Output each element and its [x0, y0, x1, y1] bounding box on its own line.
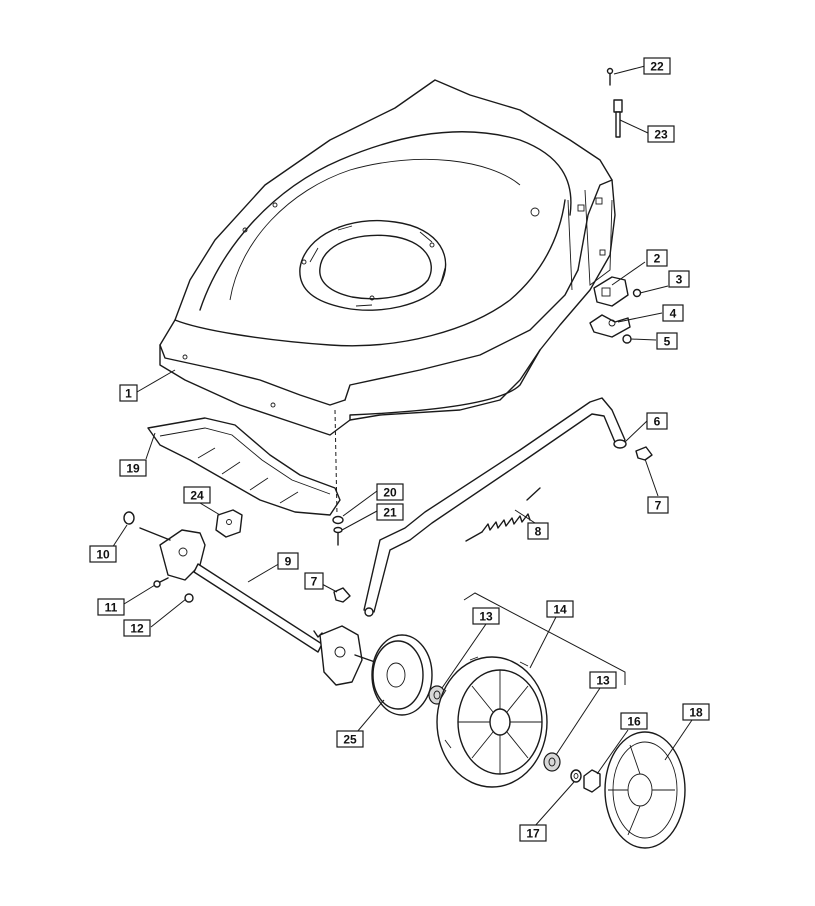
- callout-label: 8: [535, 525, 542, 539]
- bearing-13-rear: [543, 752, 561, 772]
- callout-label: 18: [689, 706, 703, 720]
- callout-label: 7: [655, 499, 662, 513]
- callout-20: 20: [376, 483, 404, 501]
- callout-5: 5: [656, 332, 678, 350]
- screw-3: [632, 288, 642, 298]
- screw-21: [333, 526, 343, 546]
- callout-25: 25: [336, 730, 364, 748]
- handle-6: [363, 397, 627, 617]
- callout-22: 22: [643, 57, 671, 75]
- callout-label: 3: [676, 273, 683, 287]
- wheel-14: [436, 656, 548, 788]
- callout-label: 13: [596, 674, 610, 688]
- callout-2: 2: [646, 249, 668, 267]
- callout-label: 21: [383, 506, 397, 520]
- callout-label: 25: [343, 733, 357, 747]
- callout-label: 19: [126, 462, 140, 476]
- cap-7-lower: [333, 587, 351, 603]
- axle-assembly: [139, 527, 376, 686]
- nut-16: [583, 769, 601, 793]
- hubcap-18: [604, 731, 686, 849]
- bolt-5: [622, 334, 632, 344]
- callout-label: 11: [105, 601, 118, 615]
- bolt-11: [153, 577, 169, 588]
- callout-label: 2: [654, 252, 661, 266]
- callout-4: 4: [662, 304, 684, 322]
- callout-13-rear: 13: [589, 671, 617, 689]
- clip-4: [589, 314, 631, 338]
- washer-20: [332, 515, 344, 525]
- callout-label: 24: [190, 489, 204, 503]
- front-guard: [147, 417, 341, 516]
- callout-18: 18: [682, 703, 710, 721]
- callout-16: 16: [620, 712, 648, 730]
- callout-label: 17: [526, 827, 540, 841]
- nut-12: [184, 593, 194, 603]
- callout-12: 12: [123, 619, 151, 637]
- callout-label: 12: [130, 622, 144, 636]
- callout-19: 19: [119, 459, 147, 477]
- callout-9: 9: [277, 552, 299, 570]
- callout-24: 24: [183, 486, 211, 504]
- callout-label: 4: [670, 307, 677, 321]
- nut-10: [123, 511, 135, 525]
- callout-label: 5: [664, 335, 671, 349]
- callout-8: 8: [527, 522, 549, 540]
- cap-7-upper: [635, 446, 653, 461]
- callout-3: 3: [668, 270, 690, 288]
- callout-label: 7: [311, 575, 318, 589]
- callout-label: 23: [654, 128, 668, 142]
- wheel-hub-25: [371, 634, 433, 716]
- callout-13-front: 13: [472, 607, 500, 625]
- bracket-24: [215, 509, 243, 538]
- callout-label: 6: [654, 415, 661, 429]
- callout-17: 17: [519, 824, 547, 842]
- pin-22: [606, 67, 614, 86]
- callout-label: 10: [96, 548, 110, 562]
- callout-6: 6: [646, 412, 668, 430]
- mower-deck: [159, 79, 616, 436]
- callout-23: 23: [647, 125, 675, 143]
- callout-7-upper: 7: [647, 496, 669, 514]
- height-rod-23: [613, 99, 623, 138]
- callout-label: 14: [553, 603, 567, 617]
- callout-label: 16: [627, 715, 641, 729]
- callout-label: 20: [383, 486, 397, 500]
- callout-1: 1: [119, 384, 138, 402]
- washer-17: [570, 769, 582, 783]
- callout-label: 1: [125, 387, 132, 401]
- callout-label: 13: [479, 610, 493, 624]
- callout-10: 10: [89, 545, 117, 563]
- callout-14: 14: [546, 600, 574, 618]
- callout-label: 9: [285, 555, 292, 569]
- spring-8: [465, 487, 541, 542]
- height-bracket: [593, 276, 629, 307]
- callout-21: 21: [376, 503, 404, 521]
- wheel-group-bracket: [463, 592, 626, 685]
- callout-label: 22: [650, 60, 664, 74]
- callout-7-lower: 7: [304, 572, 324, 590]
- callout-11: 11: [97, 598, 125, 616]
